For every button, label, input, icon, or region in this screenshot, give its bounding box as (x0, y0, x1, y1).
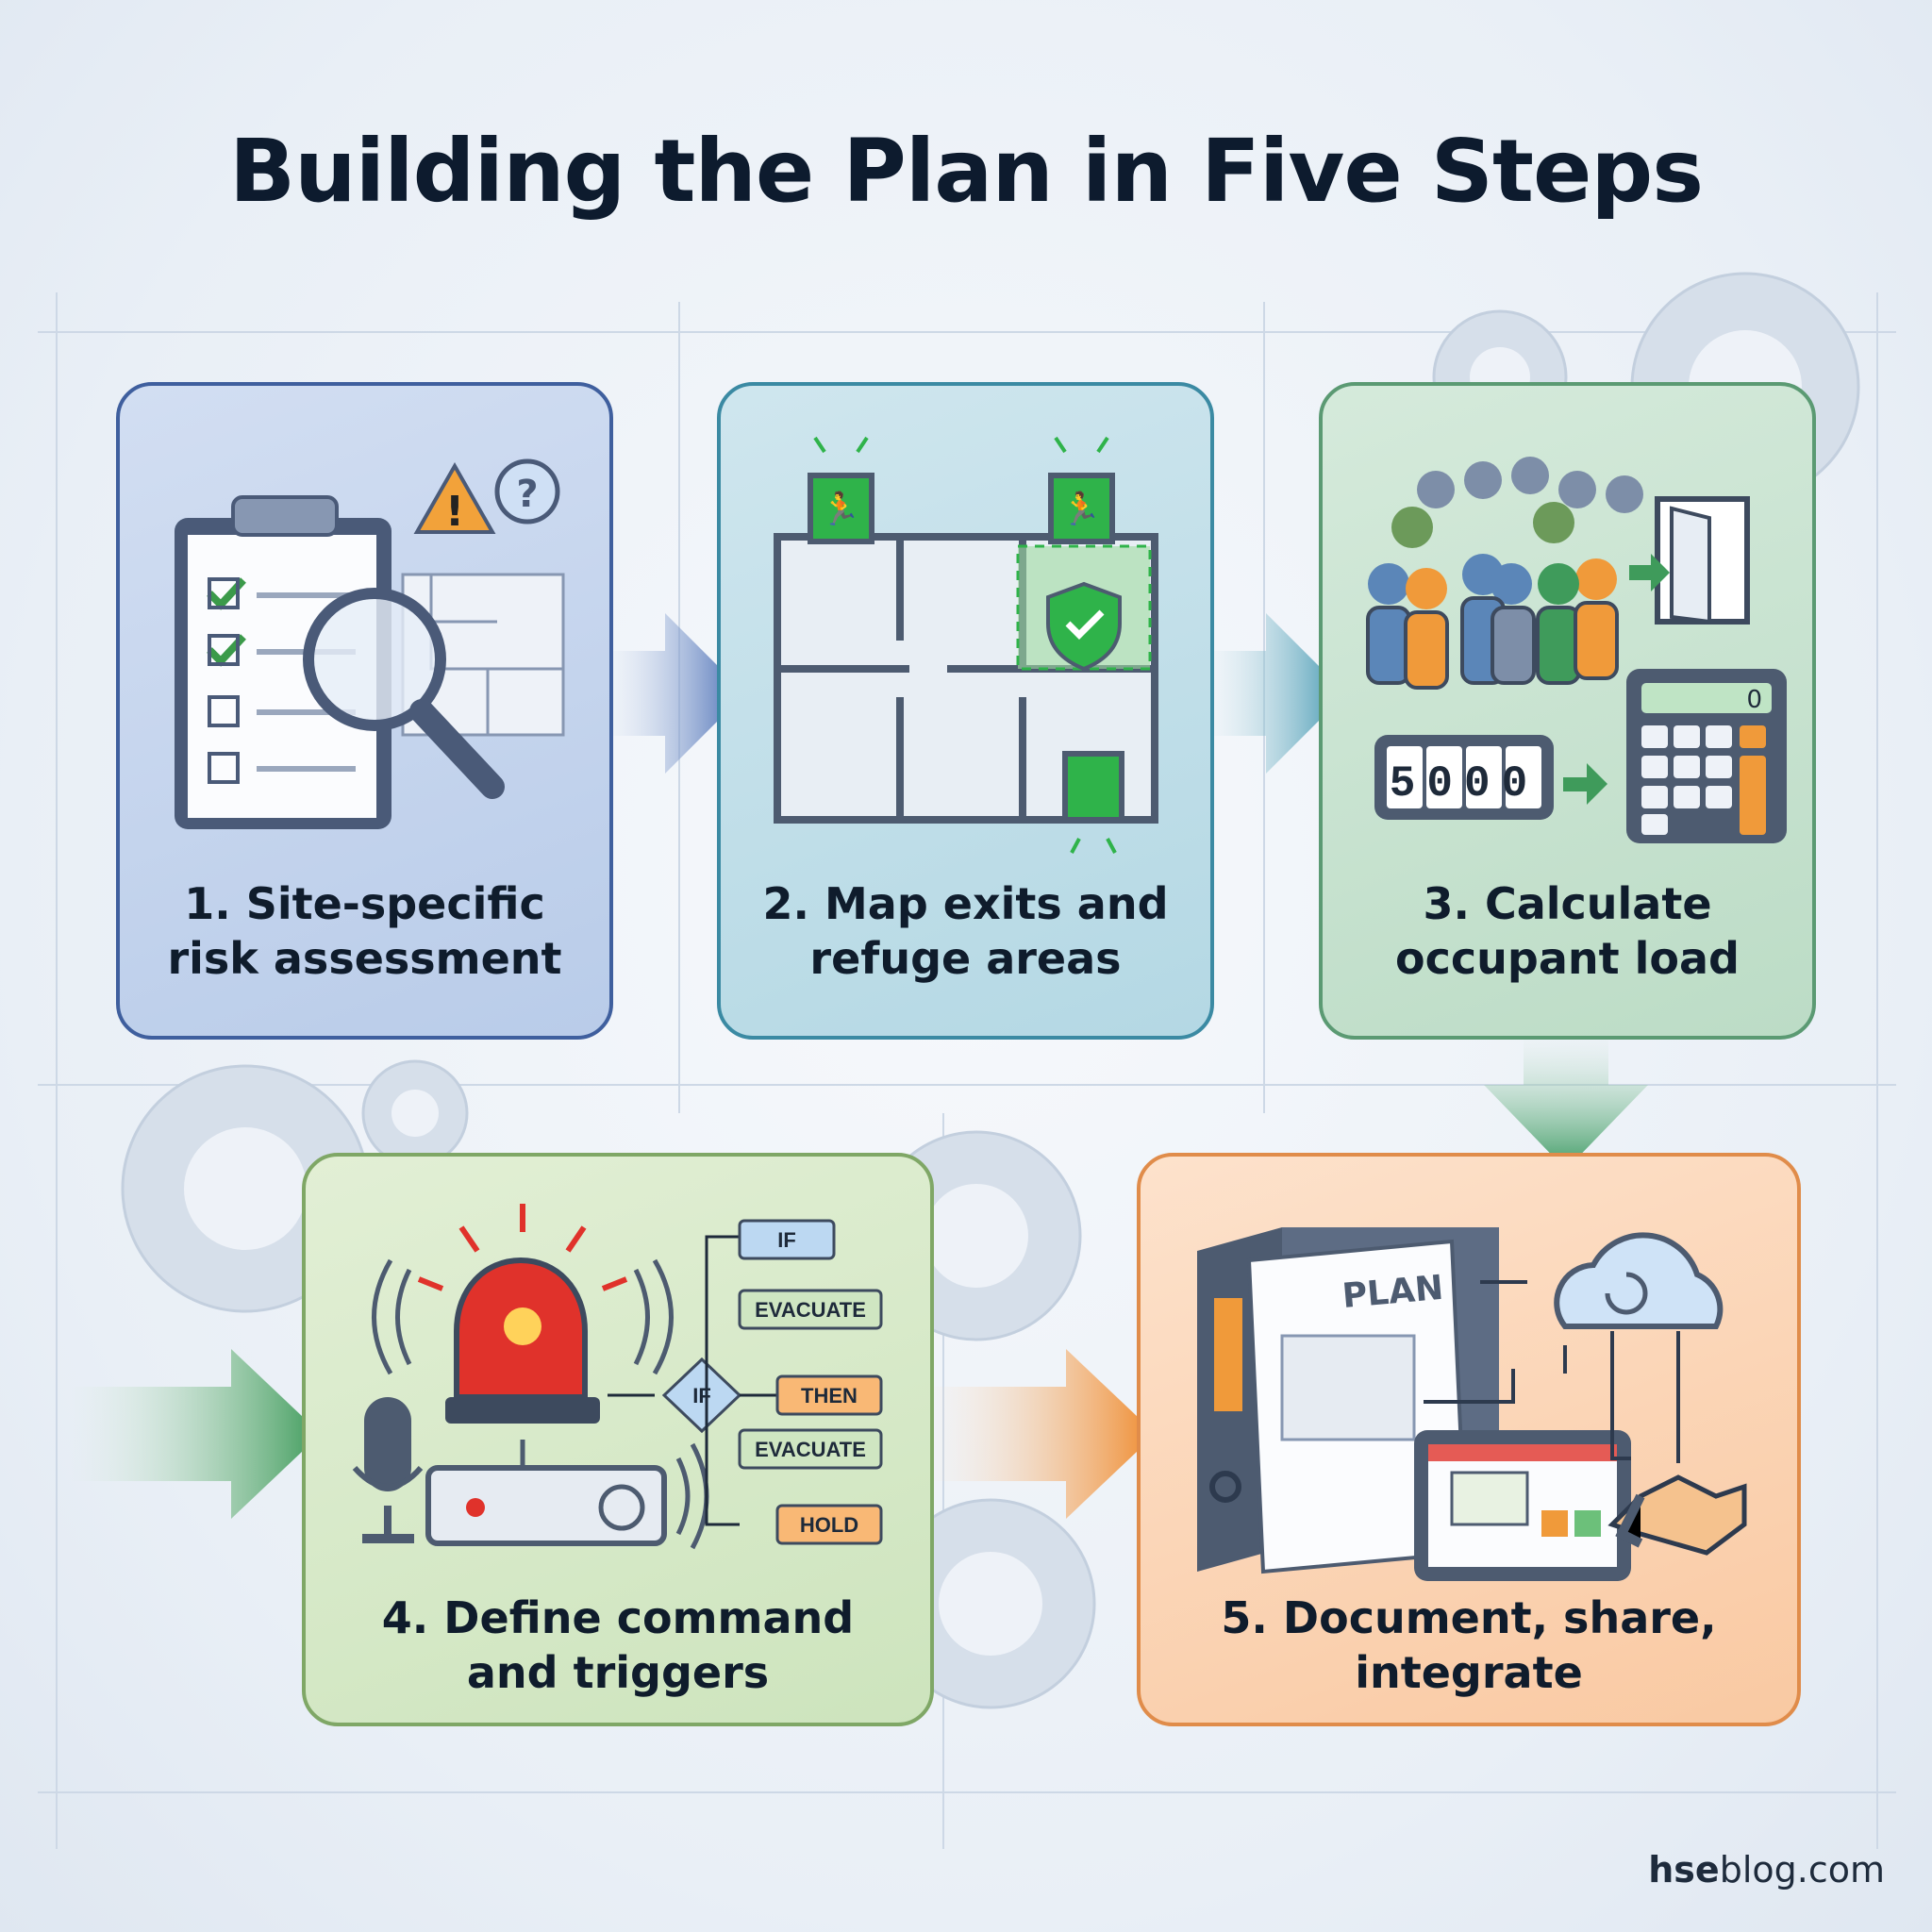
step-4-label: 4. Define command and triggers (381, 1592, 855, 1698)
flowchart-icon: IF IF EVACUATE THEN EVACUATE HOLD (608, 1219, 883, 1545)
clipboard-checklist-icon (175, 495, 391, 829)
step-5-label: 5. Document, share, integrate (1221, 1592, 1717, 1698)
svg-text:?: ? (516, 473, 538, 516)
step-card-5: PLAN 5. Document, share, integrate (1137, 1153, 1801, 1726)
microphone-icon (352, 1397, 424, 1543)
step-card-3: 5000 0 3. Calculate occupant load (1319, 382, 1816, 1040)
arrow-2-to-3 (1205, 613, 1346, 774)
binder-icon: PLAN (1197, 1227, 1499, 1574)
question-icon: ? (494, 458, 560, 525)
crowd-icon (1366, 457, 1643, 690)
exit-sign-icon: 🏃 (1048, 473, 1115, 544)
cloud-sync-icon (1554, 1232, 1724, 1329)
svg-text:EVACUATE: EVACUATE (755, 1298, 866, 1322)
svg-text:IF: IF (777, 1228, 796, 1252)
step-2-label: 2. Map exits and refuge areas (762, 878, 1169, 984)
magnifier-icon (303, 588, 505, 799)
counter-icon: 5000 (1374, 735, 1554, 820)
shield-check-icon (1046, 581, 1122, 672)
svg-text:🏃: 🏃 (1061, 491, 1101, 528)
svg-text:IF: IF (692, 1384, 711, 1407)
step-card-2: 🏃 🏃 2. Map exits and refuge areas (717, 382, 1214, 1040)
page-title: Building the Plan in Five Steps (228, 121, 1704, 222)
svg-text:0: 0 (1746, 686, 1762, 714)
door-icon (1655, 496, 1750, 625)
exit-sign-icon: 🏃 (808, 473, 874, 544)
svg-text:5000: 5000 (1390, 759, 1539, 808)
radio-icon (425, 1440, 667, 1546)
svg-text:HOLD: HOLD (800, 1513, 858, 1537)
calculator-icon: 0 (1626, 669, 1787, 843)
brand-footer: hseblog.com (1648, 1849, 1885, 1890)
svg-text:🏃: 🏃 (821, 491, 860, 528)
warning-icon: ! (413, 461, 496, 536)
step-card-4: IF IF EVACUATE THEN EVACUATE HOLD 4. Def… (302, 1153, 934, 1726)
tablet-icon (1414, 1430, 1631, 1581)
siren-icon (417, 1204, 628, 1424)
step-1-label: 1. Site-specific risk assessment (167, 878, 562, 984)
arrow-into-4 (71, 1349, 321, 1519)
step-card-1: ! ? 1. Site-specific risk assessment (116, 382, 613, 1040)
svg-text:THEN: THEN (801, 1384, 858, 1407)
exit-door-icon (1062, 751, 1124, 823)
arrow-4-to-5 (924, 1349, 1156, 1519)
svg-text:!: ! (445, 488, 464, 536)
handshake-icon (1607, 1474, 1747, 1556)
step-3-label: 3. Calculate occupant load (1395, 878, 1740, 984)
svg-text:PLAN: PLAN (1341, 1269, 1444, 1316)
svg-text:EVACUATE: EVACUATE (755, 1438, 866, 1461)
arrow-1-to-2 (604, 613, 745, 774)
arrow-3-to-5 (1484, 1033, 1648, 1170)
